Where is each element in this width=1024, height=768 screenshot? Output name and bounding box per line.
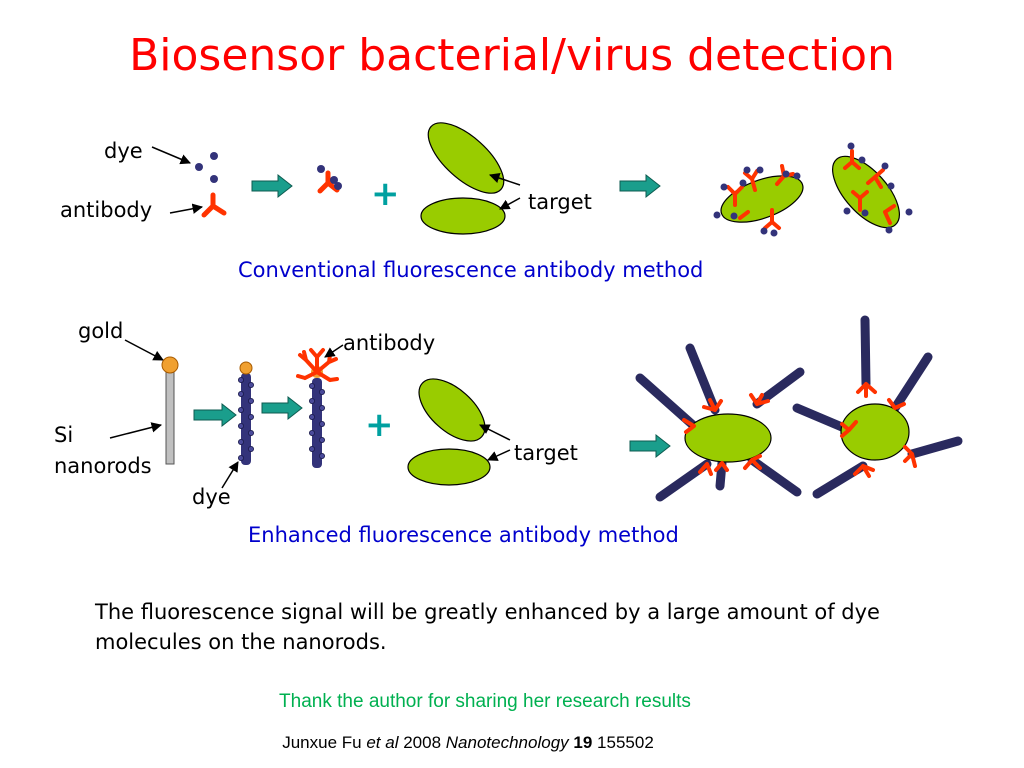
enhanced-target-pointer-top <box>479 424 511 441</box>
label-dye: dye <box>104 139 143 163</box>
dye-pointer-enhanced <box>221 461 239 489</box>
process-arrow-2 <box>619 173 661 199</box>
label-si: Si <box>54 423 74 447</box>
citation-year: 2008 <box>403 733 442 752</box>
gold-pointer <box>124 339 164 361</box>
label-antibody-enhanced: antibody <box>343 331 436 355</box>
caption-conventional: Conventional fluorescence antibody metho… <box>238 258 704 282</box>
conventional-section <box>151 122 913 237</box>
label-target: target <box>528 190 592 214</box>
antibody-pointer-enhanced <box>324 344 344 358</box>
conventional-result-bacterium-1 <box>713 164 804 237</box>
citation-article: 155502 <box>597 733 654 752</box>
enhanced-target-pointer-bottom <box>487 449 511 461</box>
label-target-enhanced: target <box>514 441 578 465</box>
caption-enhanced: Enhanced fluorescence antibody method <box>248 523 679 547</box>
citation-et-al: et al <box>366 733 399 752</box>
si-pointer <box>109 422 163 439</box>
label-dye-enhanced: dye <box>192 485 231 509</box>
free-antibody-icon <box>201 192 227 218</box>
dye-pointer <box>151 146 191 165</box>
target-bacterium-bottom <box>420 197 506 235</box>
citation: Junxue Fu et al 2008 Nanotechnology 19 1… <box>0 733 936 753</box>
dye-coated-nanorod-icon <box>237 361 254 465</box>
target-bacterium-top <box>427 122 505 194</box>
process-arrow-5 <box>629 433 671 459</box>
plus-sign-conventional: + <box>371 174 400 214</box>
note-text: The fluorescence signal will be greatly … <box>95 600 880 654</box>
label-gold: gold <box>78 319 124 343</box>
enhanced-result-bacterium-1 <box>635 343 805 502</box>
conventional-result-bacterium-2 <box>832 142 913 234</box>
enhanced-target-top <box>418 378 486 442</box>
free-dye-molecules <box>195 152 218 183</box>
bare-nanorod-icon <box>161 356 179 465</box>
antibody-nanorod-icon <box>296 348 339 468</box>
target-pointer-top <box>489 173 521 186</box>
citation-volume: 19 <box>573 733 593 752</box>
target-pointer-bottom <box>499 197 521 210</box>
labeled-antibody-icon <box>317 165 342 194</box>
enhanced-target-bottom <box>407 448 491 486</box>
citation-authors: Junxue Fu <box>282 733 362 752</box>
label-nanorods: nanorods <box>54 454 152 478</box>
antibody-pointer <box>169 203 204 214</box>
process-arrow-1 <box>251 173 293 199</box>
enhanced-result-bacterium-2 <box>792 315 963 499</box>
process-arrow-3 <box>193 402 237 428</box>
citation-journal: Nanotechnology <box>445 733 569 752</box>
process-arrow-4 <box>261 395 303 421</box>
plus-sign-enhanced: + <box>365 405 394 445</box>
enhanced-section <box>109 315 963 502</box>
thanks-text: Thank the author for sharing her researc… <box>279 691 691 712</box>
label-antibody: antibody <box>60 198 153 222</box>
slide-title: Biosensor bacterial/virus detection <box>129 30 895 81</box>
